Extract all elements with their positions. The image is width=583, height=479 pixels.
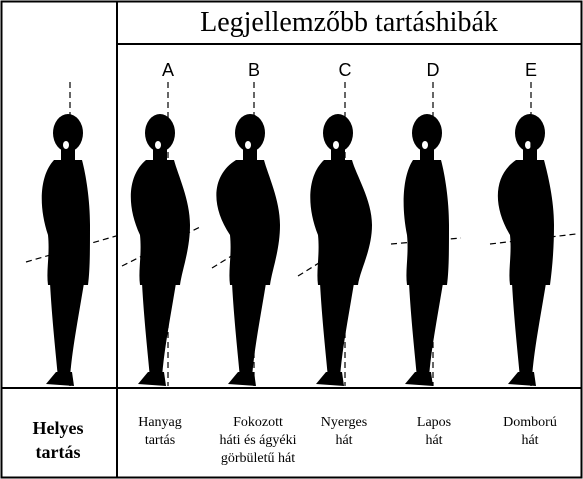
figures-layer — [26, 82, 576, 386]
column-letter-e: E — [511, 60, 551, 81]
caption-line: Hanyag — [105, 414, 215, 432]
column-letter-a: A — [148, 60, 188, 81]
figure-e — [490, 82, 576, 386]
caption-line: hát — [475, 432, 583, 450]
figure-d — [391, 82, 461, 386]
caption-line: tartás — [105, 432, 215, 450]
caption-line: Lapos — [379, 414, 489, 432]
caption-line: Domború — [475, 414, 583, 432]
caption-d: Lapos hát — [379, 414, 489, 450]
column-letter-d: D — [413, 60, 453, 81]
figure-a — [122, 82, 202, 386]
caption-a: Hanyag tartás — [105, 414, 215, 450]
caption-line: hát — [379, 432, 489, 450]
column-letter-c: C — [325, 60, 365, 81]
diagram-title: Legjellemzőbb tartáshibák — [118, 3, 580, 43]
figure-c — [298, 82, 372, 386]
column-letter-b: B — [234, 60, 274, 81]
caption-e: Domború hát — [475, 414, 583, 450]
correct-posture-caption: Helyes tartás — [3, 416, 113, 464]
figure-b — [212, 82, 280, 386]
caption-line: Helyes — [3, 416, 113, 440]
caption-line: görbületű hát — [203, 450, 313, 468]
figure-correct — [26, 82, 116, 386]
caption-line: tartás — [3, 440, 113, 464]
